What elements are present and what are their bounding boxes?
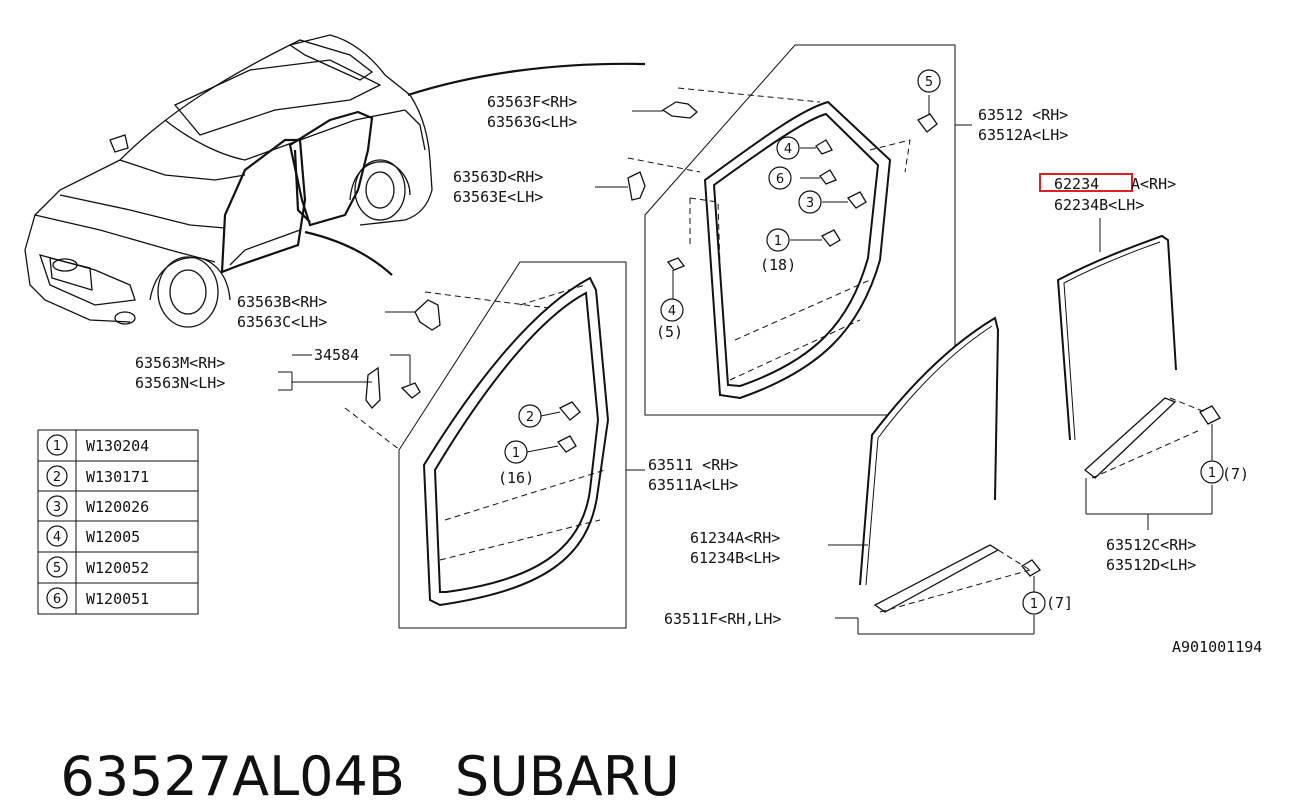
label-63563M: 63563M<RH> xyxy=(135,354,225,372)
car-illustration xyxy=(24,34,646,328)
qty-16: (16) xyxy=(498,469,534,487)
parts-diagram: 63563F<RH> 63563G<LH> 63563D<RH> 63563E<… xyxy=(24,34,1262,656)
callout-4-rear: 4 xyxy=(784,142,792,157)
legend-num-1: 1 xyxy=(53,439,61,454)
brand-name: SUBARU xyxy=(454,745,680,808)
legend-num-6: 6 xyxy=(53,592,61,607)
callout-2-front: 2 xyxy=(526,410,534,425)
label-63512D: 63512D<LH> xyxy=(1106,556,1196,574)
legend-table: 1 W130204 2 W130171 3 W120026 4 W12005 5… xyxy=(37,429,199,615)
rear-door-seal-box xyxy=(644,44,972,416)
label-63563C: 63563C<LH> xyxy=(237,313,327,331)
rear-glass-run xyxy=(1056,218,1221,530)
label-63511A: 63511A<LH> xyxy=(648,476,738,494)
label-63563G: 63563G<LH> xyxy=(487,113,577,131)
qty-5: (5) xyxy=(656,323,683,341)
label-63511F: 63511F<RH,LH> xyxy=(664,610,781,628)
callout-3-rear: 3 xyxy=(806,196,814,211)
callouts: 5 4 6 3 1 4 2 1 1 1 xyxy=(504,69,1224,615)
label-34584: 34584 xyxy=(314,346,359,364)
legend-num-2: 2 xyxy=(53,470,61,485)
label-63512C: 63512C<RH> xyxy=(1106,536,1196,554)
callout-1-rear: 1 xyxy=(774,234,782,249)
label-62234B: 62234B<LH> xyxy=(1054,196,1144,214)
front-glass-run xyxy=(828,316,1041,635)
label-63511: 63511 <RH> xyxy=(648,456,738,474)
label-63563D: 63563D<RH> xyxy=(453,168,543,186)
legend-code-6: W120051 xyxy=(86,590,149,608)
diagram-reference: A901001194 xyxy=(1172,638,1262,656)
footer-title: 63527AL04B SUBARU xyxy=(26,682,680,808)
label-63563N: 63563N<LH> xyxy=(135,374,225,392)
qty-7-rear: (7) xyxy=(1222,465,1249,483)
callout-5-rear: 5 xyxy=(925,75,933,90)
clip-63563D xyxy=(595,157,701,201)
callout-6-rear: 6 xyxy=(776,172,784,187)
qty-18: (18) xyxy=(760,256,796,274)
callout-1-front-channel: 1 xyxy=(1030,597,1038,612)
label-61234B: 61234B<LH> xyxy=(690,549,780,567)
label-63512: 63512 <RH> xyxy=(978,106,1068,124)
legend-num-5: 5 xyxy=(53,561,61,576)
legend-code-5: W120052 xyxy=(86,559,149,577)
legend-code-1: W130204 xyxy=(86,437,149,455)
legend-num-3: 3 xyxy=(53,500,61,515)
legend-code-4: W12005 xyxy=(86,528,140,546)
clip-63563M xyxy=(278,354,421,451)
label-63563F: 63563F<RH> xyxy=(487,93,577,111)
callout-1-rear-channel: 1 xyxy=(1208,466,1216,481)
callout-1-front: 1 xyxy=(512,446,520,461)
part-labels: 63563F<RH> 63563G<LH> 63563D<RH> 63563E<… xyxy=(135,93,1249,628)
qty-7-front: (7] xyxy=(1046,594,1073,612)
clip-63563F xyxy=(632,101,698,119)
label-62234-num: 62234 xyxy=(1054,175,1099,193)
label-63563B: 63563B<RH> xyxy=(237,293,327,311)
label-63563E: 63563E<LH> xyxy=(453,188,543,206)
label-63512A: 63512A<LH> xyxy=(978,126,1068,144)
legend-num-4: 4 xyxy=(53,530,61,545)
label-61234A: 61234A<RH> xyxy=(690,529,780,547)
callout-4-lower: 4 xyxy=(668,304,676,319)
part-number: 63527AL04B xyxy=(60,745,405,808)
legend-code-2: W130171 xyxy=(86,468,149,486)
highlight-box xyxy=(1039,173,1133,192)
legend-code-3: W120026 xyxy=(86,498,149,516)
label-62234A-suffix: A<RH> xyxy=(1131,175,1176,193)
